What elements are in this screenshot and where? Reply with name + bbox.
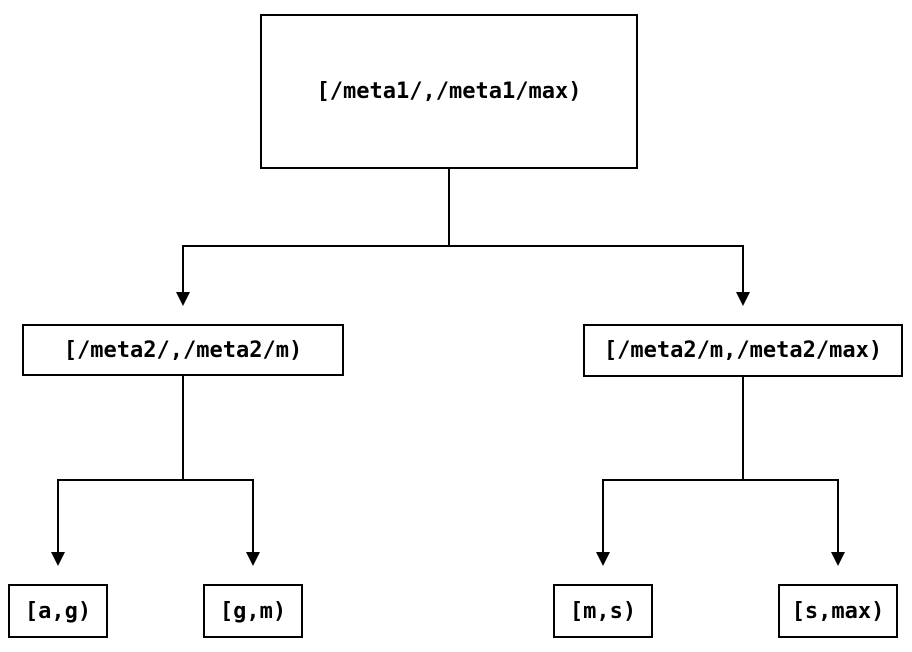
node-meta2-upper-range: [/meta2/m,/meta2/max) xyxy=(583,324,903,377)
node-leaf-m-s: [m,s) xyxy=(553,584,653,638)
node-label: [s,max) xyxy=(791,598,885,624)
node-leaf-s-max: [s,max) xyxy=(778,584,898,638)
node-leaf-g-m: [g,m) xyxy=(203,584,303,638)
arrowhead-down-icon xyxy=(51,552,65,566)
node-label: [m,s) xyxy=(569,598,637,624)
node-root-meta1-range: [/meta1/,/meta1/max) xyxy=(260,14,638,169)
node-label: [/meta2/,/meta2/m) xyxy=(63,337,303,363)
node-label: [/meta1/,/meta1/max) xyxy=(316,79,582,104)
node-leaf-a-g: [a,g) xyxy=(8,584,108,638)
arrowhead-down-icon xyxy=(831,552,845,566)
node-meta2-lower-range: [/meta2/,/meta2/m) xyxy=(22,324,344,376)
node-label: [/meta2/m,/meta2/max) xyxy=(603,338,883,363)
arrowhead-down-icon xyxy=(596,552,610,566)
node-label: [a,g) xyxy=(24,598,92,624)
arrowhead-down-icon xyxy=(176,292,190,306)
arrowhead-down-icon xyxy=(246,552,260,566)
node-label: [g,m) xyxy=(219,598,287,624)
arrowhead-down-icon xyxy=(736,292,750,306)
